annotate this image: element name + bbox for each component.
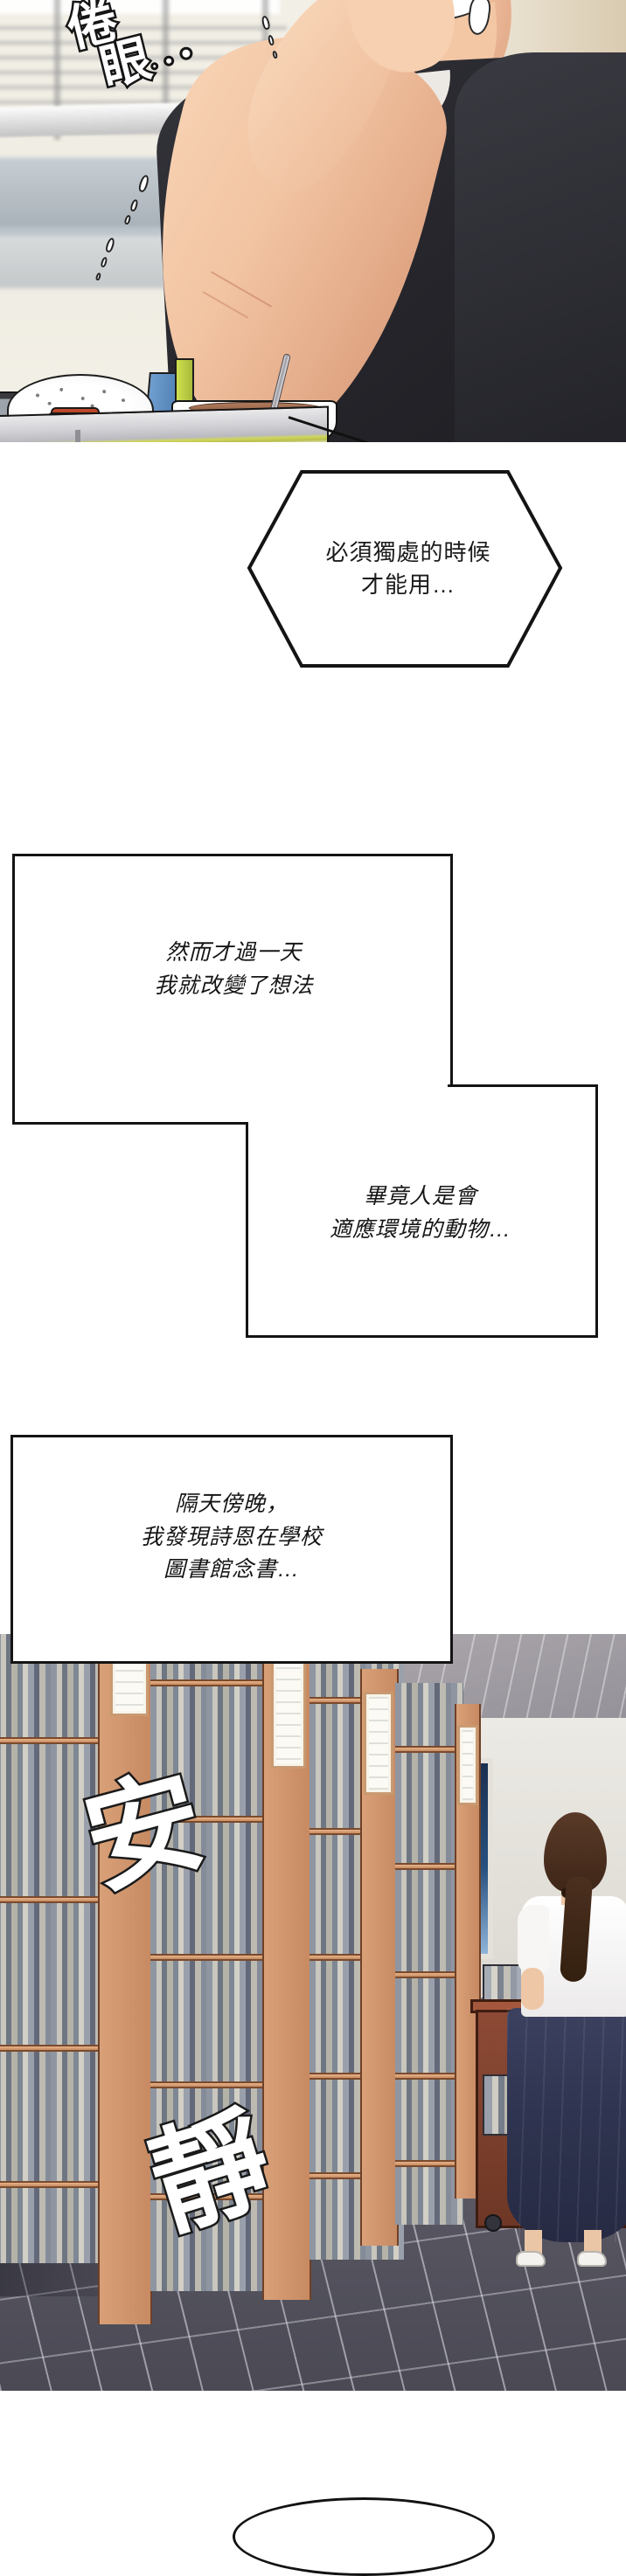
narration-3-line-3: 圖書館念書… <box>163 1557 300 1582</box>
bubble-line-1: 必須獨處的時候 <box>325 539 491 566</box>
panel-bottom-gutter <box>0 442 626 454</box>
shelf-board <box>395 1971 463 1978</box>
narration-2-line-1: 畢竟人是會 <box>363 1184 477 1208</box>
shelf-board <box>150 2193 268 2200</box>
narration-1-line-1: 然而才過一天 <box>165 940 303 965</box>
speech-bubble-1: 必須獨處的時候 才能用… <box>247 470 562 668</box>
bookshelf-section-2 <box>150 1634 268 2291</box>
narration-box-1: 然而才過一天 我就改變了想法 <box>12 854 453 1125</box>
shelf-board <box>310 2073 404 2080</box>
shelf-board <box>310 1954 404 1961</box>
girl-sleeve <box>518 1905 549 1973</box>
shelf-board <box>310 1697 404 1704</box>
sfx-dot-small <box>149 61 160 72</box>
shelf-label-panel <box>364 1692 393 1795</box>
girl-arm <box>521 1968 544 2010</box>
window-mullion-mid <box>163 0 169 140</box>
books-row <box>150 1634 268 2291</box>
narration-box-1-right-edge <box>450 854 453 1087</box>
next-speech-bubble-edge <box>233 2497 495 2576</box>
shelf-board <box>0 1896 105 1903</box>
bookshelf-section-4 <box>395 1683 463 2225</box>
books-row <box>0 1634 105 2263</box>
books-row <box>395 1683 463 2225</box>
narration-box-2-text: 畢竟人是會 適應環境的動物… <box>246 1181 595 1246</box>
shelf-board <box>395 2160 463 2167</box>
narration-3-line-2: 我發現詩恩在學校 <box>140 1524 323 1549</box>
narration-box-2-top-edge <box>448 1084 598 1087</box>
window-mullion-left <box>54 0 60 140</box>
shelf-board <box>150 2081 268 2088</box>
shelf-board <box>395 2073 463 2080</box>
girl-shoe <box>516 2251 546 2267</box>
narration-box-2: 畢竟人是會 適應環境的動物… <box>246 1084 598 1338</box>
bookshelf-far-left <box>0 1634 105 2263</box>
narration-box-3-text: 隔天傍晚， 我發現詩恩在學校 圖書館念書… <box>13 1488 450 1587</box>
shelf-label-panel <box>457 1725 478 1805</box>
bubble-line-2: 才能用… <box>360 571 456 598</box>
shelf-board <box>310 2172 404 2179</box>
shelf-board <box>150 1679 268 1686</box>
trolley-wheel <box>484 2214 502 2232</box>
shelf-board <box>395 1863 463 1870</box>
speech-bubble-1-text: 必須獨處的時候 才能用… <box>247 470 562 668</box>
narration-1-line-2: 我就改變了想法 <box>154 973 314 998</box>
narration-3-line-1: 隔天傍晚， <box>174 1492 289 1516</box>
girl-skirt <box>507 2008 626 2242</box>
narration-box-2-left-edge <box>246 1122 248 1338</box>
narration-box-1-text: 然而才過一天 我就改變了想法 <box>15 937 453 1002</box>
shelf-board <box>0 2181 105 2188</box>
panel-library <box>0 1634 626 2391</box>
shelf-board <box>150 1954 268 1961</box>
panel-cafeteria: 倦 眼 <box>0 0 626 454</box>
sfx-dot-medium <box>162 53 177 68</box>
girl-shoe <box>577 2251 607 2267</box>
girl-leg <box>525 2230 542 2256</box>
shelf-board <box>0 1737 105 1744</box>
narration-box-1-bottom-edge <box>12 1122 248 1125</box>
shelf-board <box>150 1816 268 1823</box>
narration-2-line-2: 適應環境的動物… <box>329 1216 511 1242</box>
shelf-board <box>395 1746 463 1753</box>
shelf-board <box>310 1828 404 1835</box>
shelf-board <box>0 2045 105 2052</box>
man-shirt-right-side <box>455 52 626 454</box>
girl-leg <box>584 2230 602 2256</box>
narration-box-3: 隔天傍晚， 我發現詩恩在學校 圖書館念書… <box>10 1435 453 1664</box>
